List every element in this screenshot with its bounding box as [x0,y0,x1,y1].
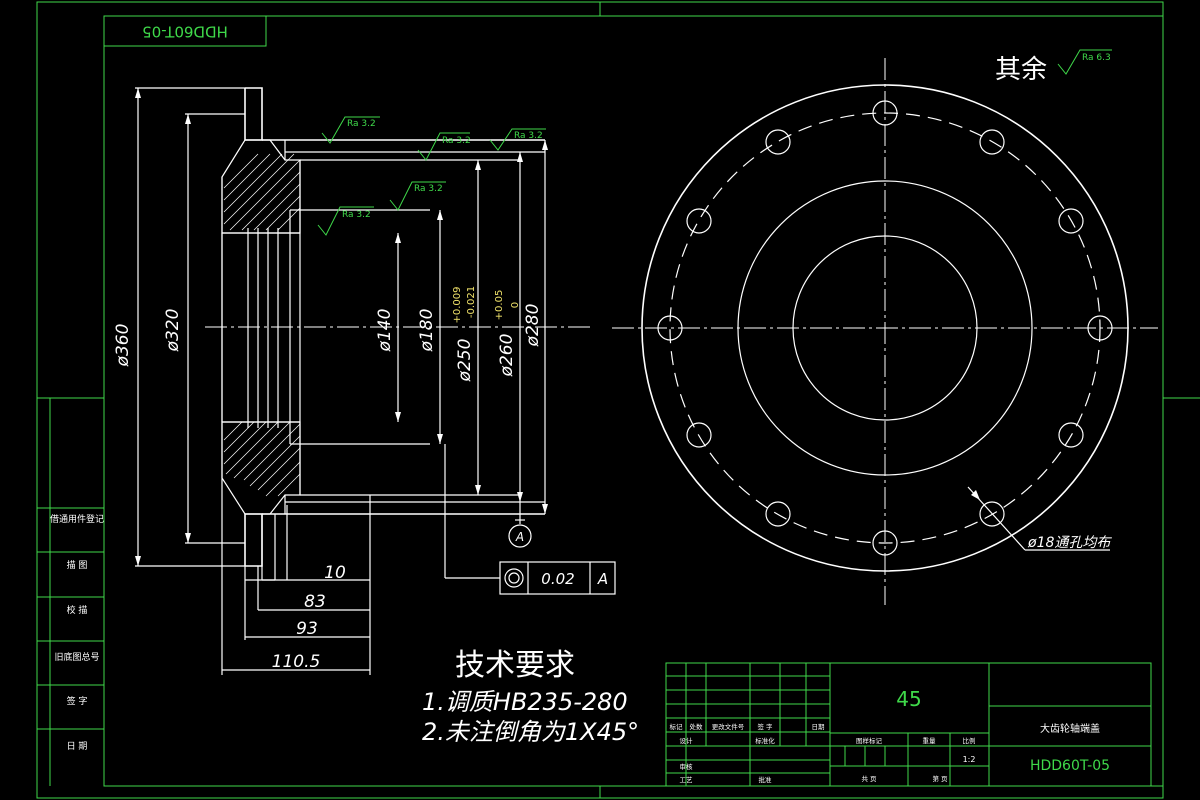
dim-diameter: ø280 [523,304,543,348]
row-label: 标记 [670,722,684,731]
weight-label: 重量 [923,737,937,745]
title-block: 45 大齿轮轴端盖 HDD60T-05 标记 处数 更改文件号 签 字 日期 设… [665,662,1152,787]
drawing-number: HDD60T-05 [1030,758,1110,774]
tolerance-upper: +0.009 [452,286,463,323]
strip-label: 校 描 [67,604,88,616]
hole-note: ø18通孔均布 [1027,535,1112,551]
arrowheads [135,88,548,566]
row-label: 签 字 [757,722,773,731]
strip-label: 旧底图总号 [54,651,99,663]
else-roughness-label: 其余 [995,55,1047,85]
else-roughness-value: Ra 6.3 [1082,53,1111,63]
dim-length: 10 [324,563,346,583]
dim-diameter: ø180 [417,309,437,353]
strip-label: 签 字 [67,695,88,707]
section-view: A 0.02 A Ra 3.2 Ra 3.2 Ra 3.2 Ra 3.2 Ra … [113,87,616,675]
row-label: 更改文件号 [712,722,745,731]
ratio-label: 比例 [963,736,976,745]
tolerance-upper: +0.05 [494,290,505,321]
roughness-symbols: Ra 3.2 Ra 3.2 Ra 3.2 Ra 3.2 Ra 3.2 [317,116,546,236]
drawing-code-rotated: HDD60T-05 [142,23,228,41]
sheet-frame [36,1,1200,799]
dim-diameter: ø320 [163,309,183,353]
roughness-label: Ra 3.2 [342,210,371,220]
design-label: 设计 [680,736,694,745]
sheet-total: 共 页 [861,774,877,783]
runout-datum: A [597,570,608,588]
hatch-upper [221,139,301,234]
row-label: 日期 [812,723,826,731]
tech-item: 1.调质HB235-280 [422,688,628,716]
hatch-lower [221,421,301,515]
left-strip: 借通用件登记 描 图 校 描 旧底图总号 签 字 日 期 [37,398,104,786]
dim-length: 110.5 [272,652,321,672]
review-label: 审核 [680,762,694,771]
part-name: 大齿轮轴端盖 [1040,722,1100,735]
standard-label: 标准化 [755,736,775,745]
tolerance-lower: 0 [510,302,521,308]
approve-label: 批准 [759,775,773,784]
sheet-number: 第 页 [932,774,948,783]
stage-mark-label: 图样标记 [856,736,883,745]
roughness-label: Ra 3.2 [514,131,543,141]
dim-length: 83 [304,592,326,612]
scale-value: 1:2 [963,755,976,764]
strip-label: 日 期 [67,741,88,752]
strip-label: 描 图 [67,559,88,571]
tech-requirements: 技术要求 1.调质HB235-280 2.未注倒角为1X45° [422,648,639,746]
bolt-holes [657,100,1113,556]
dim-diameter: ø140 [375,309,395,353]
dim-diameter: ø250 [455,339,475,383]
strip-label: 借通用件登记 [50,513,104,525]
datum-label: A [515,530,524,544]
tech-title: 技术要求 [455,648,575,683]
row-label: 处数 [690,722,704,731]
front-view: ø18通孔均布 其余 Ra 6.3 [612,49,1158,605]
roughness-label: Ra 3.2 [442,136,471,146]
dim-length: 93 [296,619,318,639]
tolerance-lower: -0.021 [466,286,477,318]
runout-value: 0.02 [541,570,574,588]
material: 45 [896,687,921,711]
drawing-code-box: HDD60T-05 [103,15,267,47]
dim-diameter: ø260 [497,334,517,378]
roughness-label: Ra 3.2 [347,119,376,129]
process-label: 工艺 [680,776,694,784]
roughness-label: Ra 3.2 [414,184,443,194]
dim-diameter: ø360 [113,324,133,368]
tech-item: 2.未注倒角为1X45° [422,718,639,746]
